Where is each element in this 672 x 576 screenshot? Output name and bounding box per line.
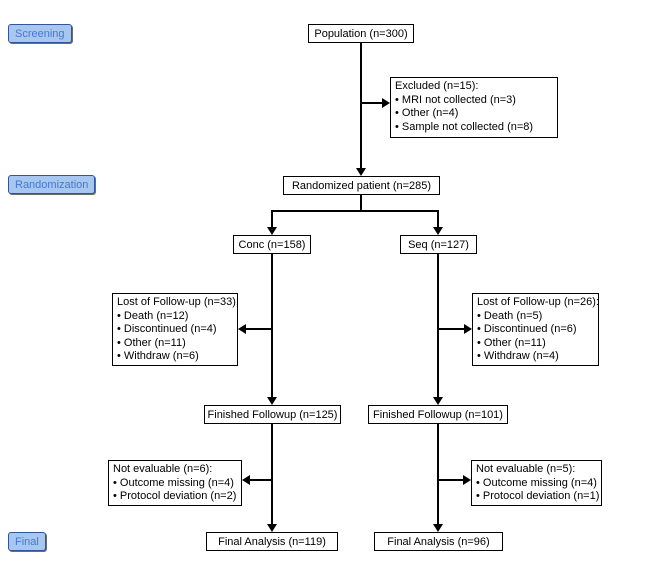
node-finished-followup-seq: Finished Followup (n=101) xyxy=(368,405,508,424)
arrowhead-down-icon xyxy=(433,524,443,532)
node-not-evaluable-conc-item: • Protocol deviation (n=2) xyxy=(113,490,237,502)
arrowhead-down-icon xyxy=(433,397,443,405)
node-lost-followup-seq-item: • Discontinued (n=6) xyxy=(477,323,577,335)
node-excluded: Excluded (n=15): • MRI not collected (n=… xyxy=(390,77,558,138)
node-lost-followup-conc-item: • Death (n=12) xyxy=(117,309,189,322)
arrowhead-right-icon xyxy=(382,98,390,108)
connector-finished-final-conc xyxy=(271,424,273,525)
arrowhead-down-icon xyxy=(267,524,277,532)
arrowhead-left-icon xyxy=(242,475,250,485)
connector-excluded-branch xyxy=(361,102,383,104)
arrowhead-down-icon xyxy=(267,397,277,405)
connector-noteval-conc-branch xyxy=(250,479,273,481)
node-randomized: Randomized patient (n=285) xyxy=(283,176,440,195)
stage-label-final: Final xyxy=(8,532,46,551)
arrowhead-down-icon xyxy=(267,227,277,235)
connector-randomized-split xyxy=(360,195,362,212)
node-lost-followup-seq-item: • Death (n=5) xyxy=(477,309,543,322)
node-conc: Conc (n=158) xyxy=(233,235,311,254)
stage-label-randomization: Randomization xyxy=(8,175,96,194)
node-lost-followup-conc-item: • Other (n=11) xyxy=(117,336,186,349)
node-not-evaluable-conc: Not evaluable (n=6): • Outcome missing (… xyxy=(108,460,242,506)
node-seq: Seq (n=127) xyxy=(400,235,477,254)
node-finished-followup-conc: Finished Followup (n=125) xyxy=(204,405,341,424)
connector-finished-final-seq xyxy=(437,424,439,525)
arrowhead-right-icon xyxy=(463,475,471,485)
connector-conc-finished xyxy=(271,254,273,398)
node-excluded-item: • MRI not collected (n=3) xyxy=(395,93,516,106)
node-lost-followup-seq: Lost of Follow-up (n=26): • Death (n=5) … xyxy=(472,293,599,366)
node-lost-followup-conc-item: • Discontinued (n=4) xyxy=(117,323,217,335)
connector-lost-conc-branch xyxy=(246,328,273,330)
node-lost-followup-seq-item: • Other (n=11) xyxy=(477,336,546,349)
node-not-evaluable-seq: Not evaluable (n=5): • Outcome missing (… xyxy=(471,460,602,506)
node-excluded-item: • Other (n=4) xyxy=(395,107,459,119)
node-lost-followup-seq-item: • Withdraw (n=4) xyxy=(477,350,559,362)
connector-seq-finished xyxy=(437,254,439,398)
node-population: Population (n=300) xyxy=(308,24,414,43)
node-excluded-title: Excluded (n=15): xyxy=(395,80,479,92)
arrowhead-down-icon xyxy=(433,227,443,235)
node-not-evaluable-seq-title: Not evaluable (n=5): xyxy=(476,463,576,475)
node-not-evaluable-conc-title: Not evaluable (n=6): xyxy=(113,463,213,475)
connector-split-bar xyxy=(271,210,439,212)
arrowhead-right-icon xyxy=(464,324,472,334)
node-not-evaluable-seq-item: • Outcome missing (n=4) xyxy=(476,476,597,489)
node-not-evaluable-conc-item: • Outcome missing (n=4) xyxy=(113,476,234,489)
node-lost-followup-seq-title: Lost of Follow-up (n=26): xyxy=(477,296,599,308)
node-lost-followup-conc: Lost of Follow-up (n=33): • Death (n=12)… xyxy=(112,293,239,366)
arrowhead-down-icon xyxy=(356,168,366,176)
connector-split-conc xyxy=(271,210,273,228)
node-lost-followup-conc-title: Lost of Follow-up (n=33): xyxy=(117,296,239,308)
connector-population-randomized xyxy=(360,43,362,169)
connector-split-seq xyxy=(437,210,439,228)
node-lost-followup-conc-item: • Withdraw (n=6) xyxy=(117,350,199,362)
node-excluded-item: • Sample not collected (n=8) xyxy=(395,120,534,133)
node-final-analysis-conc: Final Analysis (n=119) xyxy=(206,532,338,551)
connector-noteval-seq-branch xyxy=(438,479,463,481)
connector-lost-seq-branch xyxy=(438,328,464,330)
stage-label-screening: Screening xyxy=(8,24,72,43)
arrowhead-left-icon xyxy=(238,324,246,334)
node-not-evaluable-seq-item: • Protocol deviation (n=1) xyxy=(476,490,600,502)
node-final-analysis-seq: Final Analysis (n=96) xyxy=(374,532,503,551)
